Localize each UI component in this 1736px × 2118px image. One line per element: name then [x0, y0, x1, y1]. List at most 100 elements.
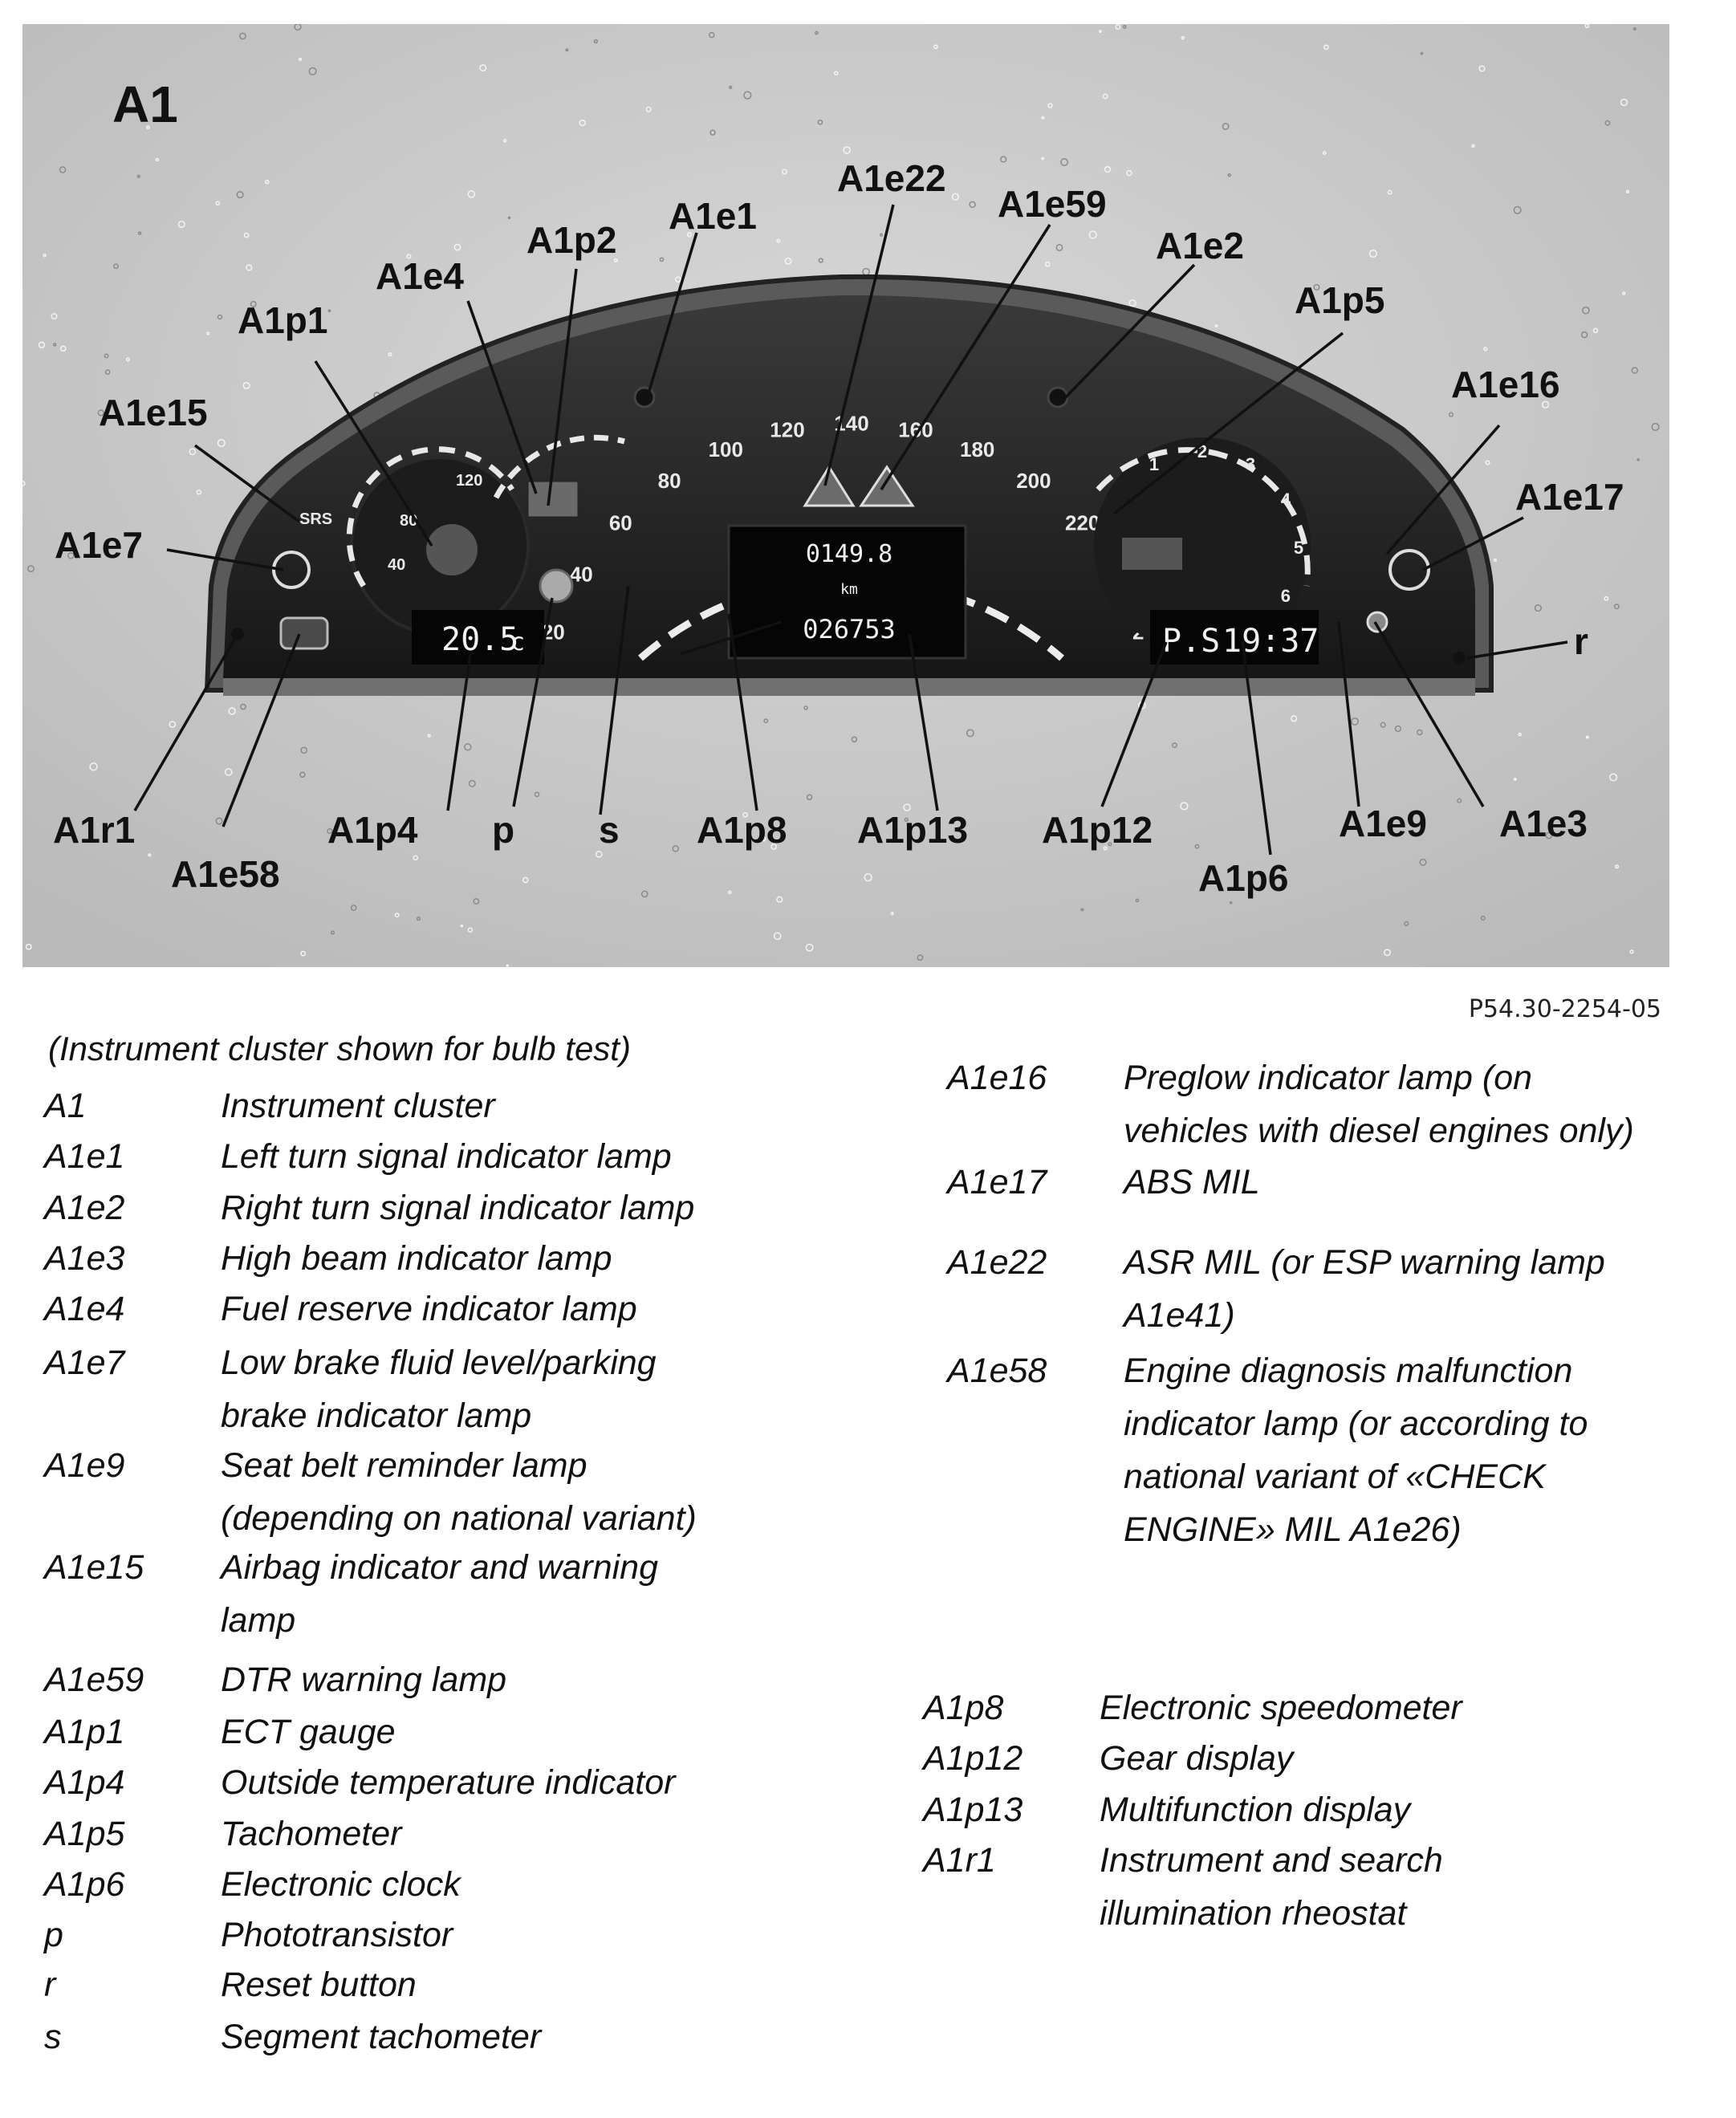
legend-code: A1p5	[44, 1815, 125, 1853]
grain-speck	[299, 57, 303, 61]
grain-speck	[1457, 798, 1462, 803]
legend-description: Tachometer	[221, 1815, 402, 1853]
grain-speck	[1108, 842, 1112, 847]
grain-speck	[742, 811, 748, 818]
callout-A1e22: A1e22	[837, 157, 946, 199]
callout-A1p2: A1p2	[526, 219, 616, 261]
grain-speck	[851, 736, 858, 743]
grain-speck	[1485, 460, 1490, 465]
high-beam-lamp	[1366, 611, 1388, 633]
grain-speck	[427, 734, 431, 738]
legend-code: A1e22	[947, 1243, 1047, 1282]
grain-speck	[503, 139, 507, 143]
grain-speck	[460, 925, 464, 928]
grain-speck	[763, 718, 769, 724]
grain-speck	[1534, 604, 1542, 612]
grain-speck	[406, 254, 412, 259]
grain-speck	[146, 125, 150, 130]
legend-description: DTR warning lamp	[221, 1661, 507, 1699]
grain-speck	[709, 129, 716, 136]
legend-code: A1e9	[44, 1446, 125, 1485]
grain-speck	[1044, 261, 1051, 267]
grain-speck	[784, 257, 792, 265]
brake-warning-lamp	[272, 551, 311, 589]
odometer-readout: 026753	[803, 614, 896, 644]
grain-speck	[136, 174, 140, 178]
fuel-reserve-lamp	[527, 481, 579, 518]
grain-speck	[250, 301, 257, 307]
grain-speck	[27, 565, 35, 573]
grain-speck	[330, 930, 335, 935]
callout-leader-lines	[133, 204, 1568, 856]
grain-speck	[1471, 144, 1475, 148]
callout-A1e1: A1e1	[669, 195, 757, 237]
grain-speck	[1629, 949, 1634, 954]
grain-speck	[299, 771, 306, 778]
grain-speck	[1394, 725, 1402, 733]
grain-speck	[1585, 735, 1589, 739]
grain-speck	[674, 276, 681, 283]
tachometer-tick: 4	[1281, 490, 1291, 510]
grain-speck	[1448, 412, 1454, 417]
ect-tick: 40	[388, 556, 405, 574]
callout-A1e16: A1e16	[1451, 364, 1560, 405]
srs-label: SRS	[299, 510, 332, 528]
asr-warning-triangle	[803, 465, 856, 507]
grain-speck	[776, 896, 783, 903]
grain-speck	[1060, 158, 1069, 166]
grain-speck	[1041, 157, 1045, 161]
grain-speck	[951, 193, 960, 201]
grain-speck	[148, 853, 152, 857]
reset-button	[1453, 652, 1466, 665]
grain-speck	[239, 32, 246, 40]
grain-speck	[1080, 908, 1084, 912]
legend-code: A1e16	[947, 1059, 1047, 1097]
speedometer-tick: 60	[609, 511, 632, 535]
legend-description: Left turn signal indicator lamp	[221, 1137, 672, 1176]
legend-code: A1	[44, 1087, 87, 1125]
grain-speck	[52, 343, 57, 347]
grain-speck	[1478, 65, 1486, 72]
legend-code: A1p13	[923, 1791, 1023, 1829]
legend-code: A1e58	[947, 1352, 1047, 1390]
outside-temperature-value: 20.5	[441, 621, 518, 658]
grain-speck	[1580, 331, 1588, 339]
grain-speck	[1104, 165, 1112, 173]
callout-A1p5: A1p5	[1295, 279, 1384, 321]
grain-speck	[177, 220, 185, 229]
grain-speck	[206, 331, 210, 335]
grain-speck	[228, 707, 236, 715]
grain-speck	[903, 803, 911, 811]
grain-speck	[776, 238, 781, 243]
grain-speck	[242, 381, 250, 389]
legend-code: A1e3	[44, 1239, 125, 1278]
legend-code: p	[44, 1916, 63, 1954]
grain-speck	[388, 352, 392, 356]
grain-speck	[264, 179, 270, 185]
callout-A1e2: A1e2	[1156, 225, 1244, 266]
grain-speck	[1620, 98, 1628, 107]
grain-speck	[1584, 24, 1590, 29]
legend-code: A1p8	[923, 1689, 1004, 1727]
grain-speck	[686, 232, 693, 238]
grain-speck	[1592, 327, 1599, 334]
legend-description: Electronic speedometer	[1100, 1689, 1462, 1727]
grain-speck	[236, 191, 244, 199]
legend-code: A1r1	[923, 1841, 996, 1880]
grain-speck	[113, 263, 119, 270]
callout-A1e59: A1e59	[998, 183, 1107, 225]
grain-speck	[1227, 173, 1231, 177]
legend-code: s	[44, 2018, 62, 2056]
grain-speck	[579, 119, 586, 127]
multifunction-display	[727, 524, 967, 660]
grain-speck	[760, 835, 766, 842]
grain-speck	[770, 844, 778, 850]
grain-speck	[169, 721, 177, 728]
callout-A1e7: A1e7	[55, 524, 143, 566]
callout-A1e9: A1e9	[1339, 803, 1427, 844]
legend-code: A1e1	[44, 1137, 125, 1176]
grain-speck	[1126, 169, 1132, 177]
grain-speck	[806, 794, 813, 801]
legend-description: ASR MIL (or ESP warning lamp A1e41)	[1124, 1243, 1605, 1335]
